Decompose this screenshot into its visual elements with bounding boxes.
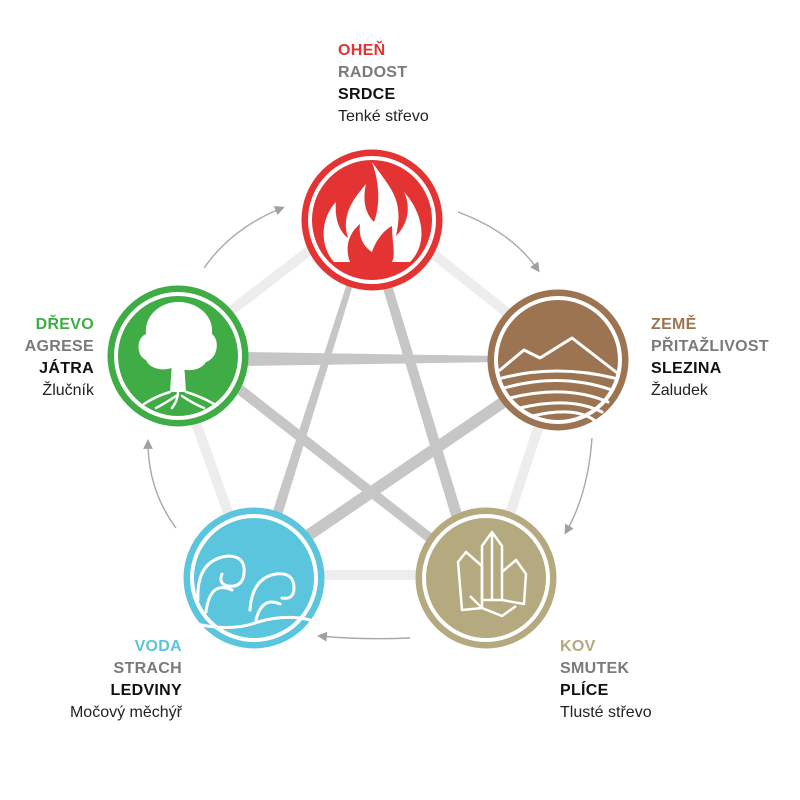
arrow-fire-to-earth xyxy=(457,211,540,273)
earth-organ: SLEZINA xyxy=(651,360,722,377)
earth-node xyxy=(487,289,629,431)
fire-element-name: OHEŇ xyxy=(338,42,386,59)
wood-label-group: DŘEVO AGRESE JÁTRA Žlučník xyxy=(0,314,94,402)
earth-secondary-organ: Žaludek xyxy=(651,382,708,399)
flame-icon xyxy=(323,162,422,262)
star-line-fire-metal xyxy=(382,285,470,546)
metal-organ: PLÍCE xyxy=(560,682,609,699)
fire-emotion: RADOST xyxy=(338,64,408,81)
earth-emotion: PŘITAŽLIVOST xyxy=(651,338,769,355)
star-line-metal-wood xyxy=(232,380,448,552)
metal-node xyxy=(415,507,557,649)
wood-secondary-organ: Žlučník xyxy=(42,382,94,399)
star-line-wood-earth xyxy=(244,352,500,366)
mountain-field-icon xyxy=(498,336,618,422)
pentagon-inner-fill xyxy=(178,210,556,570)
water-element-name: VODA xyxy=(134,638,182,655)
wood-organ: JÁTRA xyxy=(39,360,94,377)
water-emotion: STRACH xyxy=(113,660,182,677)
arrow-water-to-wood xyxy=(143,439,177,529)
crystal-icon xyxy=(456,530,528,618)
fire-node xyxy=(301,149,443,291)
star-line-earth-water xyxy=(294,396,508,548)
metal-element-name: KOV xyxy=(560,638,596,655)
fire-secondary-organ: Tenké střevo xyxy=(338,108,429,125)
arrow-metal-to-water xyxy=(317,631,411,642)
cycle-arrows xyxy=(143,206,593,642)
tree-icon xyxy=(138,302,217,410)
water-node xyxy=(183,507,325,649)
fire-label-group: OHEŇ RADOST SRDCE Tenké střevo xyxy=(338,40,429,128)
metal-label-group: KOV SMUTEK PLÍCE Tlusté střevo xyxy=(560,636,652,724)
water-organ: LEDVINY xyxy=(110,682,182,699)
water-secondary-organ: Močový měchýř xyxy=(69,704,182,721)
arrow-wood-to-fire xyxy=(203,206,285,269)
metal-secondary-organ: Tlusté střevo xyxy=(560,704,652,721)
metal-emotion: SMUTEK xyxy=(560,660,630,677)
fire-organ: SRDCE xyxy=(338,86,396,103)
earth-label-group: ZEMĚ PŘITAŽLIVOST SLEZINA Žaludek xyxy=(651,314,769,402)
star-lines xyxy=(232,274,508,552)
water-label-group: VODA STRACH LEDVINY Močový měchýř xyxy=(20,636,182,724)
earth-element-name: ZEMĚ xyxy=(651,316,697,333)
wood-node xyxy=(107,285,249,427)
wave-icon xyxy=(194,554,312,629)
arrow-earth-to-metal xyxy=(564,437,593,535)
star-line-water-fire xyxy=(270,274,356,522)
wood-emotion: AGRESE xyxy=(24,338,94,355)
wood-element-name: DŘEVO xyxy=(35,316,94,333)
